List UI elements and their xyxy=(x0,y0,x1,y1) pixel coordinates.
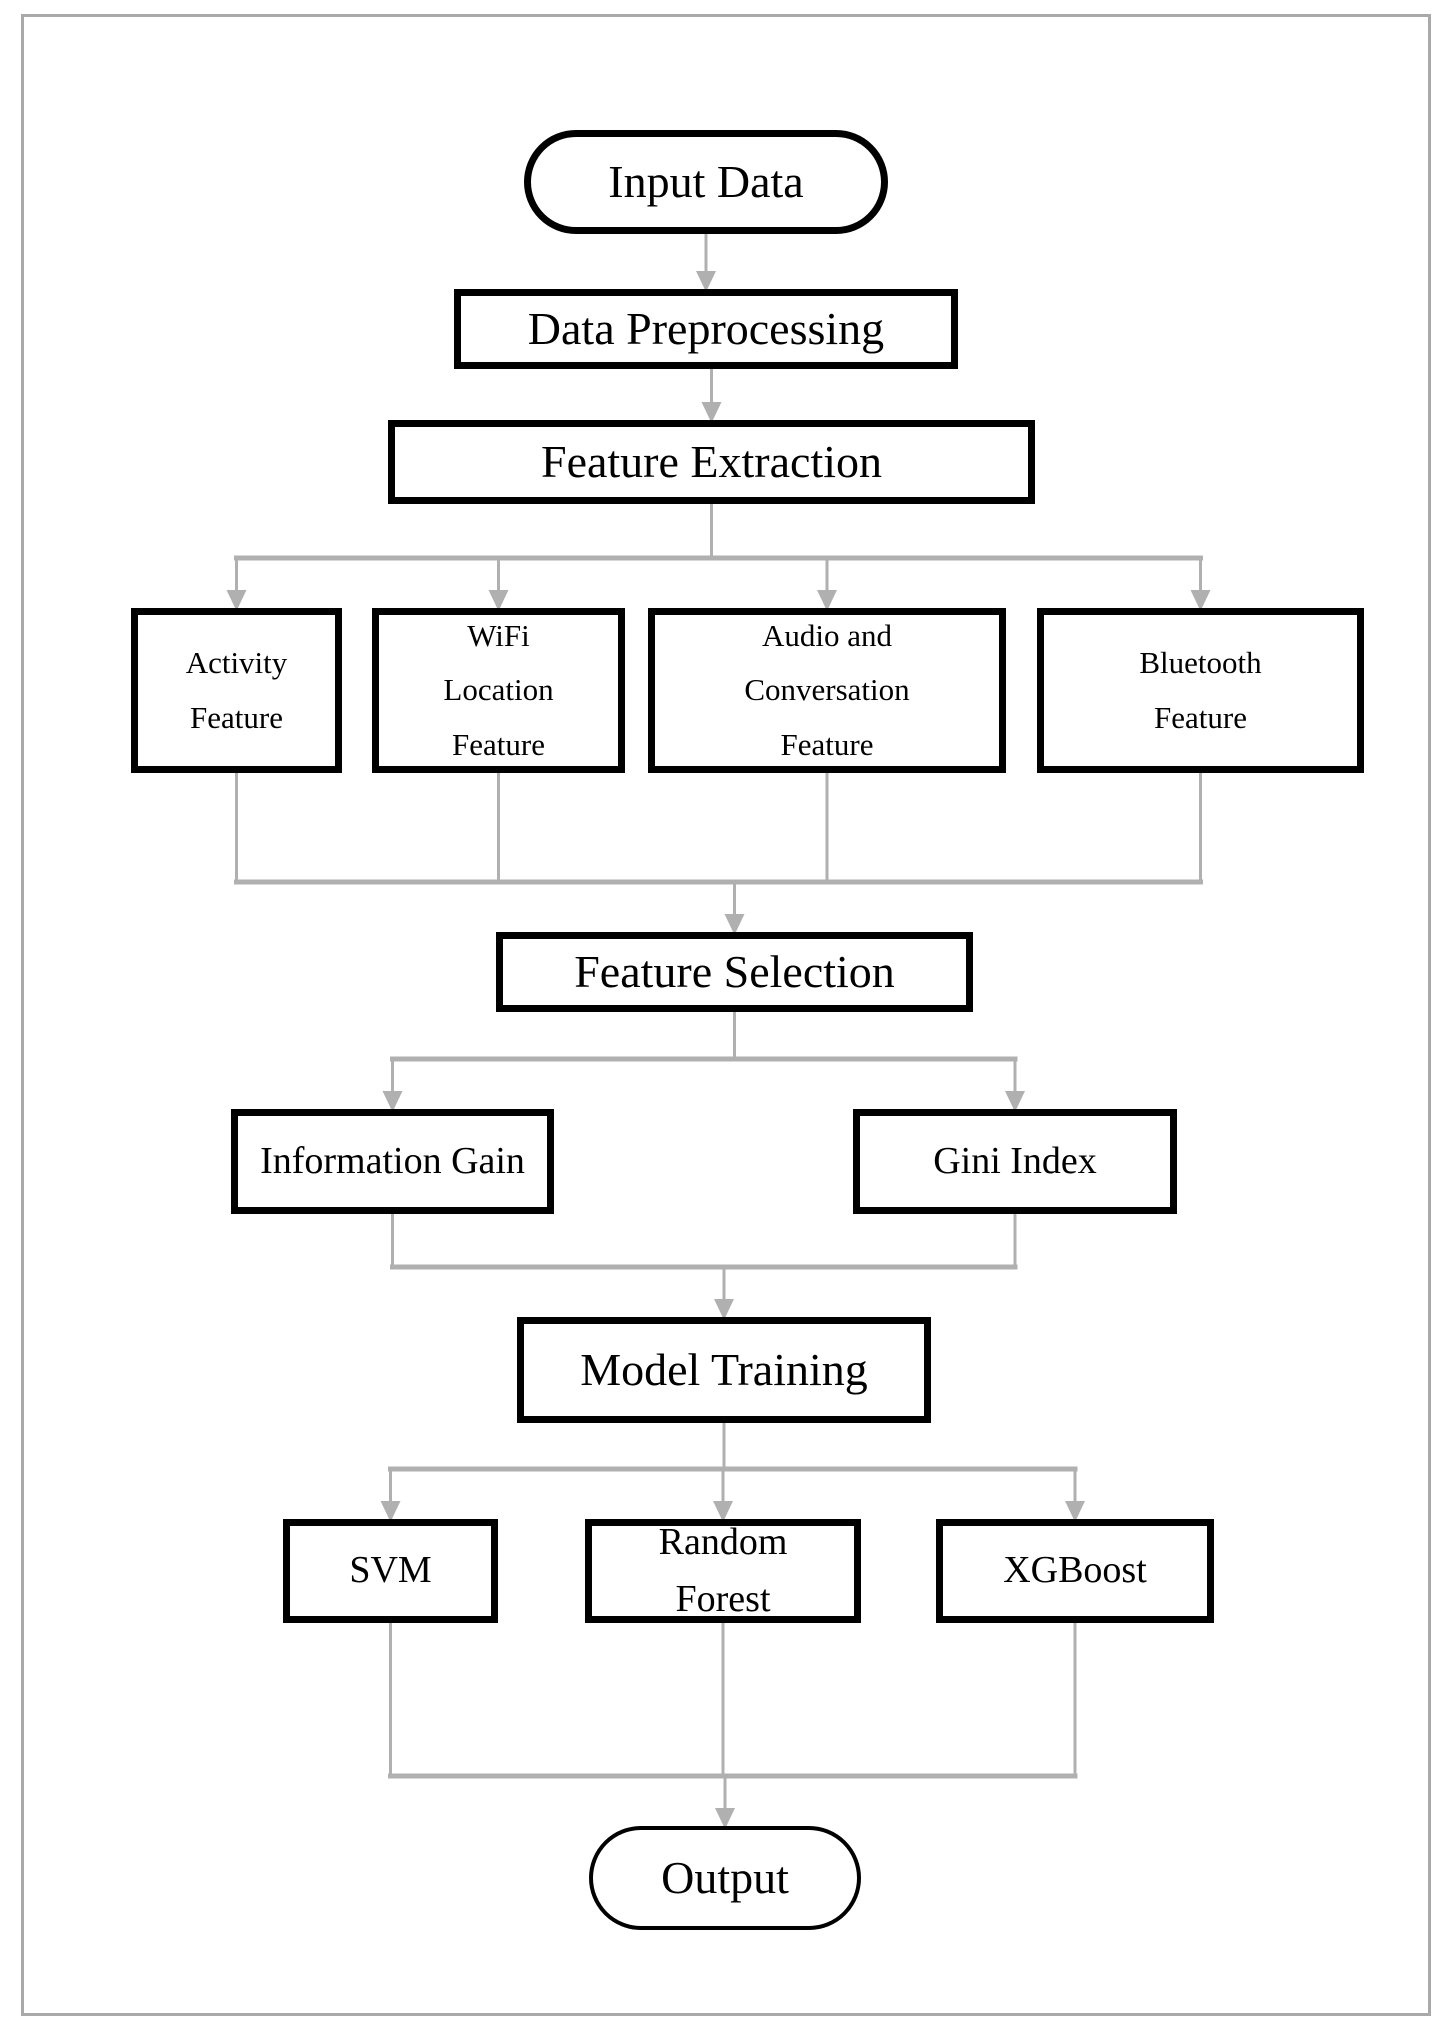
node-label: Data Preprocessing xyxy=(527,303,885,355)
node-label: Audio and Conversation Feature xyxy=(744,618,910,762)
node-label: Gini Index xyxy=(933,1139,1097,1182)
node-data-preprocessing: Data Preprocessing xyxy=(454,289,958,369)
node-label: Random Forest xyxy=(658,1521,788,1620)
node-label: Information Gain xyxy=(260,1139,525,1182)
node-model-training: Model Training xyxy=(517,1317,931,1423)
node-input-data: Input Data xyxy=(524,130,888,234)
node-wifi-location-feature: WiFi Location Feature xyxy=(372,608,625,773)
node-label: Model Training xyxy=(580,1344,868,1396)
node-label: WiFi Location Feature xyxy=(443,618,554,762)
node-activity-feature: Activity Feature xyxy=(131,608,342,773)
node-random-forest: Random Forest xyxy=(585,1519,861,1623)
node-svm: SVM xyxy=(283,1519,498,1623)
node-label: SVM xyxy=(349,1549,432,1592)
page-border xyxy=(21,14,1431,2016)
node-label: XGBoost xyxy=(1003,1549,1147,1592)
node-bluetooth-feature: Bluetooth Feature xyxy=(1037,608,1364,773)
node-feature-extraction: Feature Extraction xyxy=(388,420,1035,504)
node-label: Feature Selection xyxy=(574,946,895,998)
node-gini-index: Gini Index xyxy=(853,1109,1177,1214)
node-label: Activity Feature xyxy=(185,645,288,735)
node-label: Feature Extraction xyxy=(540,436,883,488)
node-label: Output xyxy=(661,1852,789,1904)
node-feature-selection: Feature Selection xyxy=(496,932,973,1012)
node-label: Input Data xyxy=(608,156,804,208)
node-xgboost: XGBoost xyxy=(936,1519,1214,1623)
node-label: Bluetooth Feature xyxy=(1139,645,1262,735)
node-output: Output xyxy=(589,1826,861,1930)
node-audio-conversation-feature: Audio and Conversation Feature xyxy=(648,608,1006,773)
node-information-gain: Information Gain xyxy=(231,1109,554,1214)
